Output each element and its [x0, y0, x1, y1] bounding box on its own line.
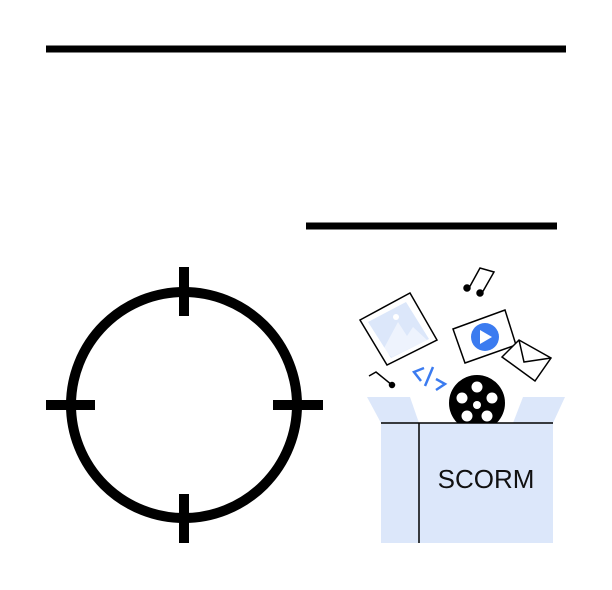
film-reel-icon — [449, 375, 505, 431]
scorm-label: SCORM — [438, 464, 535, 494]
code-icon — [411, 366, 448, 392]
video-play-icon — [452, 309, 517, 364]
music-note-icon — [463, 267, 496, 297]
picture-icon — [358, 291, 439, 366]
title-placeholder-line — [46, 45, 566, 53]
crosshair-icon — [46, 267, 323, 543]
subtitle-placeholder-line — [306, 222, 557, 230]
envelope-icon — [500, 339, 553, 383]
open-box-icon: SCORM — [367, 397, 565, 543]
music-note-small-icon — [368, 371, 396, 389]
